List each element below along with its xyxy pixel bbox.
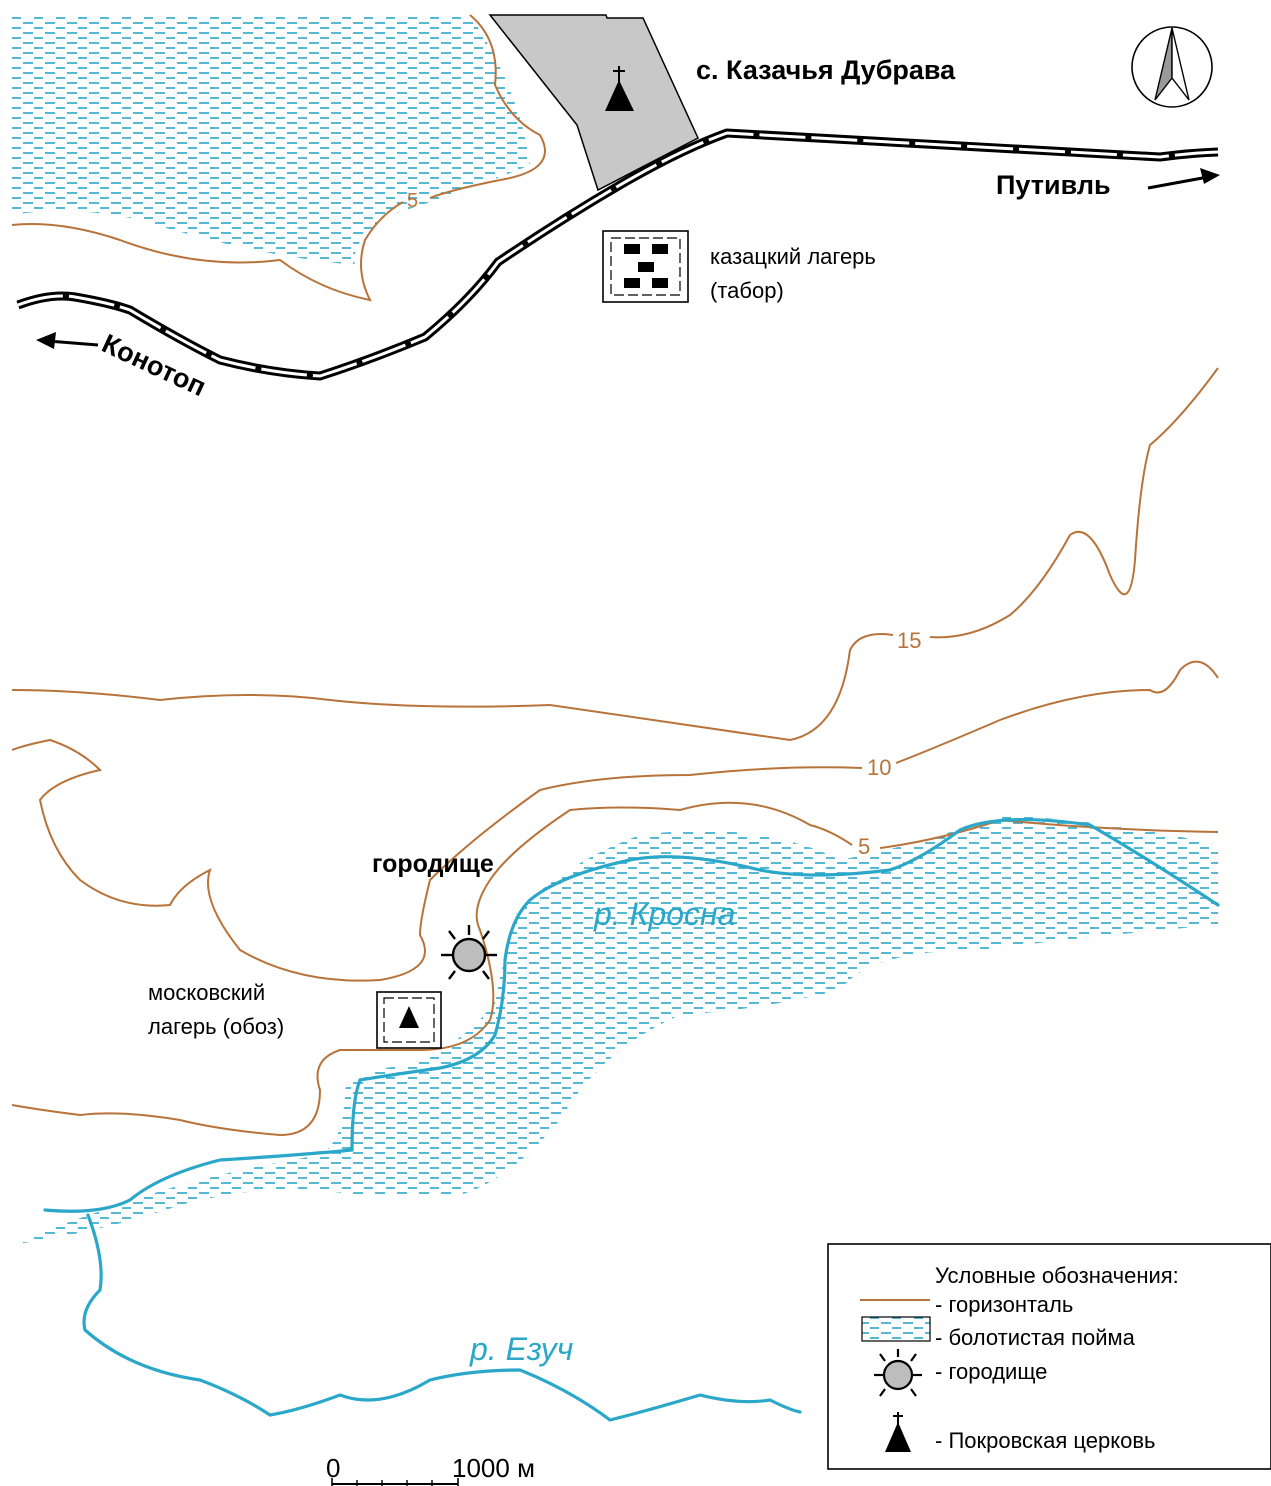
contour-label-15: 15 xyxy=(897,628,921,653)
scale-bar: 0 1000 м xyxy=(326,1453,535,1486)
moscow-camp-icon xyxy=(376,991,442,1049)
road-label-konotop: Конотоп xyxy=(97,328,210,402)
road-inner xyxy=(17,131,1219,378)
village-area xyxy=(488,14,699,192)
contour-5-north xyxy=(11,14,546,302)
hillfort-icon xyxy=(441,925,497,980)
arrow-west-icon xyxy=(36,332,99,349)
river-yezuch-label: р. Езуч xyxy=(469,1331,573,1367)
cossack-camp-icon xyxy=(602,230,689,303)
river-krosna-label: р. Кросна xyxy=(593,896,735,932)
hillfort-label: городище xyxy=(372,850,494,878)
scale-end-label: 1000 м xyxy=(452,1453,535,1483)
contour-15 xyxy=(11,367,1219,742)
legend-marsh-swatch xyxy=(861,1316,931,1342)
north-arrow-icon xyxy=(1131,26,1213,108)
legend-contour-text: - горизонталь xyxy=(935,1292,1073,1317)
marsh-south xyxy=(12,815,1218,1245)
legend-hillfort-text: - городище xyxy=(935,1359,1047,1384)
village-label: с. Казачья Дубрава xyxy=(696,55,956,85)
legend-title: Условные обозначения: xyxy=(935,1263,1179,1288)
cossack-camp-label-2: (табор) xyxy=(710,278,784,303)
legend-hillfort-icon xyxy=(874,1349,922,1397)
contour-label-5-north: 5 xyxy=(407,190,418,212)
road-label-putivl: Путивль xyxy=(996,170,1111,200)
legend-marsh-text: - болотистая пойма xyxy=(935,1325,1136,1350)
contour-label-10: 10 xyxy=(867,755,891,780)
cossack-camp-label-1: казацкий лагерь xyxy=(710,244,876,269)
moscow-camp-label-2: лагерь (обоз) xyxy=(148,1014,284,1039)
scale-zero-label: 0 xyxy=(326,1453,340,1483)
river-krosna xyxy=(43,817,1220,1213)
arrow-east-icon xyxy=(1147,168,1220,190)
contour-label-5-south: 5 xyxy=(858,834,870,859)
river-yezuch xyxy=(82,1213,802,1422)
moscow-camp-label-1: московский xyxy=(148,980,265,1005)
marsh-north xyxy=(12,15,530,265)
legend-church-text: - Покровская церковь xyxy=(935,1428,1155,1453)
contour-10 xyxy=(11,660,1219,982)
church-icon xyxy=(605,66,634,111)
legend: Условные обозначения: - горизонталь - бо… xyxy=(827,1243,1271,1470)
legend-church-icon xyxy=(885,1412,911,1452)
